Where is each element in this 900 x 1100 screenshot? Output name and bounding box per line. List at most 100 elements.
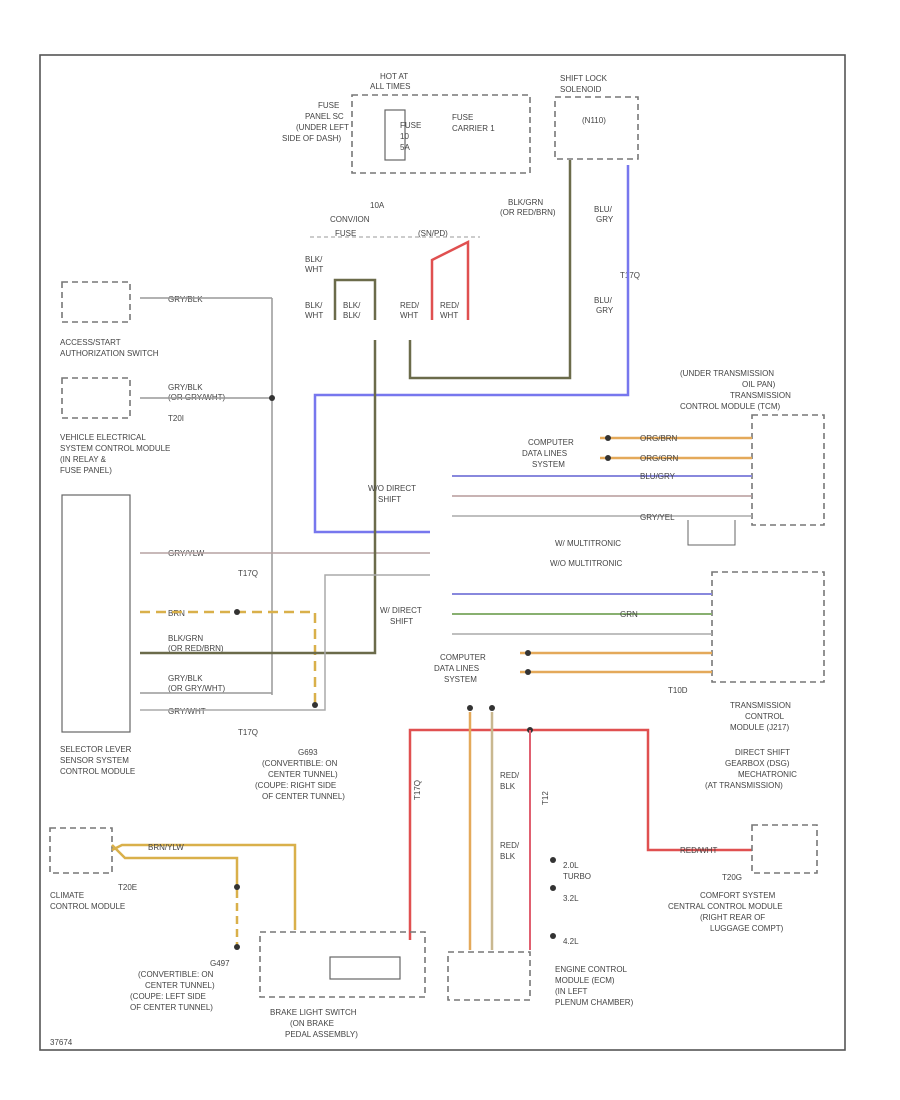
svg-text:SHIFT: SHIFT [378,495,401,504]
svg-text:(CONVERTIBLE: ON: (CONVERTIBLE: ON [262,759,338,768]
wire-blk-wht-loop [333,278,377,320]
svg-text:BLK/GRN: BLK/GRN [168,634,203,643]
splice-3 [312,702,318,708]
conv-fuse-label: 10A CONV/ION FUSE (SN/PD) [330,201,448,238]
climate-label: CLIMATE CONTROL MODULE [50,891,125,911]
svg-text:PEDAL ASSEMBLY): PEDAL ASSEMBLY) [285,1030,358,1039]
svg-text:ORG/GRN: ORG/GRN [640,454,678,463]
svg-text:SOLENOID: SOLENOID [560,85,602,94]
svg-text:CONTROL: CONTROL [745,712,785,721]
fuse-label: FUSE 10 5A [400,121,421,152]
conn-t17q-low: T17Q [238,728,258,737]
svg-text:FUSE: FUSE [452,113,473,122]
svg-text:CLIMATE: CLIMATE [50,891,84,900]
svg-text:WHT: WHT [400,311,418,320]
svg-text:SHIFT LOCK: SHIFT LOCK [560,74,608,83]
shift-lock-label: SHIFT LOCK SOLENOID [560,74,608,94]
svg-text:MODULE (ECM): MODULE (ECM) [555,976,615,985]
fuse-panel-box [351,94,531,174]
solenoid-code: (N110) [582,116,606,125]
svg-text:(RIGHT REAR OF: (RIGHT REAR OF [700,913,765,922]
svg-text:10A: 10A [370,201,385,210]
conn-t20g: T20G [722,873,742,882]
svg-text:(CONVERTIBLE: ON: (CONVERTIBLE: ON [138,970,214,979]
svg-text:CONTROL MODULE (TCM): CONTROL MODULE (TCM) [680,402,780,411]
hot-at-label: HOT AT ALL TIMES [370,72,410,91]
wire-red-wht-bottom [408,728,752,940]
svg-text:3.2L: 3.2L [563,894,579,903]
svg-text:OF CENTER TUNNEL): OF CENTER TUNNEL) [130,1003,213,1012]
svg-text:(COUPE: RIGHT SIDE: (COUPE: RIGHT SIDE [255,781,336,790]
svg-text:RED/: RED/ [400,301,420,310]
gry-blk-label-3: GRY/BLK (OR GRY/WHT) [168,674,226,693]
selector-lever-box [61,494,131,733]
red-blk-label-1: RED/ BLK [500,771,520,791]
svg-text:ORG/BRN: ORG/BRN [640,434,678,443]
wire-gry-wht-lower [140,574,430,711]
blk-grn-label-2: BLK/GRN (OR RED/BRN) [168,634,224,653]
svg-text:ALL TIMES: ALL TIMES [370,82,410,91]
wire-brn-dashed [140,610,317,705]
shift-lock-solenoid-box [554,96,639,160]
svg-text:SYSTEM: SYSTEM [444,675,477,684]
blk-grn-top-label: BLK/GRN (OR RED/BRN) [500,198,556,217]
wire-multitronic [687,520,736,546]
comfort-system-label: COMFORT SYSTEM CENTRAL CONTROL MODULE (R… [668,891,784,933]
svg-text:(OR GRY/WHT): (OR GRY/WHT) [168,684,226,693]
comfort-system-box [751,824,818,874]
wire-brn-ylw-climate [111,843,297,930]
wire-blu-gry-main [313,165,630,534]
red-blk-label-2: RED/ BLK [500,841,520,861]
access-start-box [61,281,131,323]
svg-text:BLK: BLK [500,852,516,861]
svg-text:BLK/: BLK/ [343,301,361,310]
svg-text:SHIFT: SHIFT [390,617,413,626]
splice-10 [489,705,495,711]
svg-text:CENTRAL CONTROL MODULE: CENTRAL CONTROL MODULE [668,902,783,911]
svg-text:W/O DIRECT: W/O DIRECT [368,484,416,493]
svg-text:GRY: GRY [596,215,614,224]
svg-text:DATA LINES: DATA LINES [434,664,479,673]
splice-1 [269,395,275,401]
svg-text:FUSE: FUSE [318,101,339,110]
svg-text:CARRIER 1: CARRIER 1 [452,124,495,133]
svg-text:GRY/WHT: GRY/WHT [168,707,206,716]
svg-text:DIRECT SHIFT: DIRECT SHIFT [735,748,790,757]
conn-t20e: T20E [118,883,137,892]
wo-multitronic-label: W/O MULTITRONIC [550,559,623,568]
svg-text:G693: G693 [298,748,318,757]
conn-t17q-top: T17Q [620,271,640,280]
svg-text:BLK/: BLK/ [305,255,323,264]
vehicle-electrical-label: VEHICLE ELECTRICAL SYSTEM CONTROL MODULE… [60,433,170,475]
diagram-frame [39,54,846,1051]
svg-text:G497: G497 [210,959,230,968]
engine-control-label: ENGINE CONTROL MODULE (ECM) (IN LEFT PLE… [555,965,634,1007]
svg-text:OF CENTER TUNNEL): OF CENTER TUNNEL) [262,792,345,801]
vehicle-electrical-box [61,377,131,419]
svg-text:(UNDER LEFT: (UNDER LEFT [296,123,349,132]
svg-text:(IN LEFT: (IN LEFT [555,987,588,996]
svg-text:ENGINE CONTROL: ENGINE CONTROL [555,965,628,974]
blu-gry-label-1: BLU/ GRY [594,205,614,224]
svg-text:FUSE: FUSE [335,229,356,238]
svg-text:CENTER TUNNEL): CENTER TUNNEL) [268,770,338,779]
svg-text:BLK/GRN: BLK/GRN [508,198,543,207]
svg-text:(OR RED/BRN): (OR RED/BRN) [168,644,224,653]
computer-data-label-1: COMPUTER DATA LINES SYSTEM [522,438,574,469]
svg-text:GRY/BLK: GRY/BLK [168,295,203,304]
svg-text:CONV/ION: CONV/ION [330,215,370,224]
svg-text:RED/: RED/ [440,301,460,310]
ecm-box [447,951,531,1001]
svg-text:GRY/BLK: GRY/BLK [168,383,203,392]
splice-2 [234,609,240,615]
tcm-upper-box [751,414,825,526]
svg-text:RED/WHT: RED/WHT [680,846,717,855]
svg-text:BRAKE LIGHT SWITCH: BRAKE LIGHT SWITCH [270,1008,357,1017]
svg-text:CONTROL MODULE: CONTROL MODULE [60,767,135,776]
svg-text:(SN/PD): (SN/PD) [418,229,448,238]
brake-light-label: BRAKE LIGHT SWITCH (ON BRAKE PEDAL ASSEM… [270,1008,358,1039]
svg-text:FUSE: FUSE [400,121,421,130]
ground-g497-label: G497 (CONVERTIBLE: ON CENTER TUNNEL) (CO… [130,959,230,1012]
svg-text:(COUPE: LEFT SIDE: (COUPE: LEFT SIDE [130,992,206,1001]
